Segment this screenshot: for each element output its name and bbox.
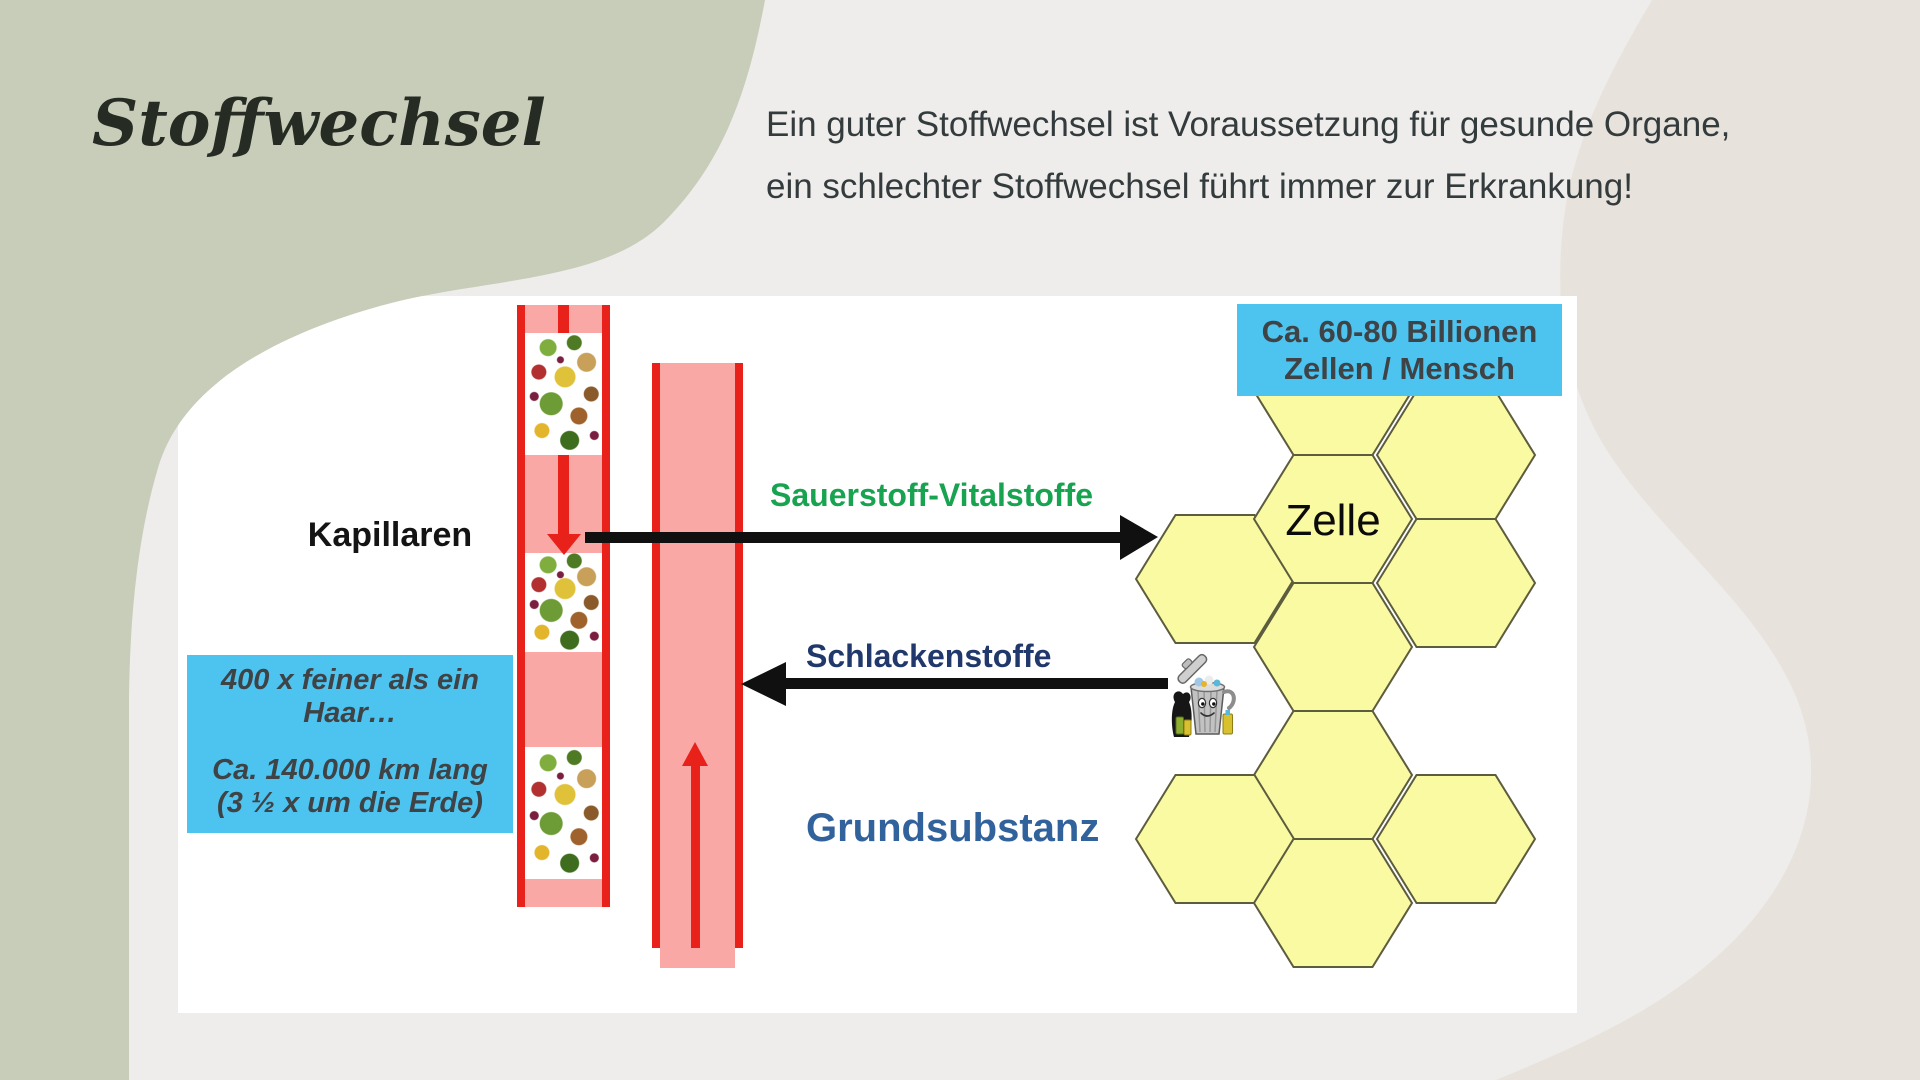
tube-border [652,363,660,948]
capillary-tube [517,305,610,907]
tube-border [517,305,525,907]
trash-can-icon [1171,653,1236,737]
info-line: (3 ½ x um die Erde) [217,787,483,819]
tube-border [735,363,743,948]
capillary-info-box: 400 x feiner als ein Haar… Ca. 140.000 k… [187,655,513,833]
red-down-arrow-icon [558,305,569,333]
info-line: 400 x feiner als ein [221,664,479,696]
red-up-arrow-icon [691,766,700,948]
intro-line-2: ein schlechter Stoffwechsel führt immer … [766,167,1633,206]
oxygen-flow-arrow-icon [585,532,1120,543]
cells-line: Zellen / Mensch [1284,351,1515,386]
oxygen-flow-arrowhead-icon [1120,515,1158,560]
red-up-arrowhead-icon [682,742,708,766]
grundsubstanz-label: Grundsubstanz [806,806,1100,850]
info-line: Ca. 140.000 km lang [212,754,488,786]
cells-count-box: Ca. 60-80 Billionen Zellen / Mensch [1237,304,1562,396]
schlackenstoffe-label: Schlackenstoffe [806,638,1052,674]
kapillaren-label: Kapillaren [307,516,473,554]
intro-line-1: Ein guter Stoffwechsel ist Voraussetzung… [766,105,1731,144]
intro-text: Ein guter Stoffwechsel ist Voraussetzung… [766,94,1920,218]
food-collage-image [525,333,602,455]
red-down-arrowhead-icon [546,534,581,555]
tube-border [602,305,610,907]
red-down-arrow-icon [558,455,569,534]
blood-vessel-tube [652,363,743,968]
info-line: Haar… [303,697,397,729]
food-collage-image [525,553,602,652]
waste-flow-arrow-icon [786,678,1168,689]
food-collage-image [525,747,602,879]
oxygen-vitalstoffe-label: Sauerstoff-Vitalstoffe [770,477,1094,513]
cells-line: Ca. 60-80 Billionen [1261,314,1538,349]
waste-flow-arrowhead-icon [741,662,786,706]
zelle-label: Zelle [1285,496,1381,545]
page-title: Stoffwechsel [92,86,546,161]
